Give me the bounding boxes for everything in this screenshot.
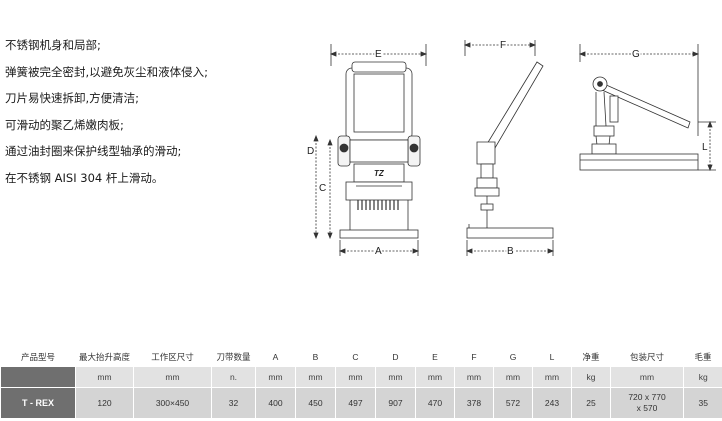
unit-cell: mm — [375, 367, 416, 388]
feature-item: 刀片易快速拆卸,方便清洁; — [5, 91, 140, 106]
table-row: T - REX 120 300×450 32 400 450 497 907 4… — [0, 387, 722, 418]
value-cell: 400 — [255, 387, 296, 418]
unit-cell: kg — [571, 367, 611, 388]
model-name: T - REX — [0, 387, 76, 418]
col-header: 产品型号 — [0, 347, 76, 367]
package-size-line: x 570 — [636, 403, 658, 413]
unit-cell: mm — [295, 367, 336, 388]
side-view-drawing: F B — [463, 39, 555, 259]
unit-cell: mm — [133, 367, 212, 388]
col-header: C — [335, 347, 376, 367]
unit-cell: mm — [610, 367, 684, 388]
value-cell: 32 — [211, 387, 256, 418]
spec-units-row: mm mm n. mm mm mm mm mm mm mm mm kg mm k… — [0, 367, 722, 388]
value-cell: 25 — [571, 387, 611, 418]
dim-label-f: F — [500, 40, 506, 51]
unit-cell: mm — [454, 367, 494, 388]
dim-label-l: L — [702, 142, 708, 153]
feature-item: 通过油封圈来保护线型轴承的滑动; — [5, 144, 182, 159]
col-header: 工作区尺寸 — [133, 347, 212, 367]
col-header: 净重 — [571, 347, 611, 367]
dim-label-b: B — [507, 246, 514, 257]
value-cell: 35 — [683, 387, 722, 418]
dim-label-e: E — [375, 49, 382, 60]
value-cell: 378 — [454, 387, 494, 418]
unit-cell: mm — [75, 367, 134, 388]
feature-item: 不锈钢机身和局部; — [5, 38, 101, 52]
unit-cell: mm — [255, 367, 296, 388]
feature-item: 弹簧被完全密封,以避免灰尘和液体侵入; — [5, 64, 209, 79]
unit-cell — [0, 367, 76, 388]
unit-cell: mm — [493, 367, 533, 388]
col-header: 毛重 — [683, 347, 722, 367]
feature-list: 不锈钢机身和局部; 弹簧被完全密封,以避免灰尘和液体侵入; 刀片易快速拆卸,方便… — [5, 32, 305, 192]
value-cell: 120 — [75, 387, 134, 418]
col-header: 包装尺寸 — [610, 347, 684, 367]
unit-cell: mm — [335, 367, 376, 388]
dim-label-a: A — [375, 246, 382, 257]
col-header: B — [295, 347, 336, 367]
col-header: D — [375, 347, 416, 367]
package-size-line: 720 x 770 — [628, 392, 666, 402]
col-header: G — [493, 347, 533, 367]
value-cell: 470 — [415, 387, 455, 418]
value-cell: 572 — [493, 387, 533, 418]
feature-item: 可滑动的聚乙烯嫩肉板; — [5, 117, 124, 132]
feature-item: 在不锈钢 AISI 304 杆上滑动。 — [5, 170, 164, 185]
col-header: 最大抬升高度 — [75, 347, 134, 367]
unit-cell: kg — [683, 367, 722, 388]
value-cell: 243 — [532, 387, 572, 418]
machine-badge: TZ — [374, 169, 385, 178]
lever-view-drawing: G L — [578, 44, 716, 172]
col-header: L — [532, 347, 572, 367]
value-cell: 450 — [295, 387, 336, 418]
value-cell: 907 — [375, 387, 416, 418]
unit-cell: n. — [211, 367, 256, 388]
value-cell: 300×450 — [133, 387, 212, 418]
dim-label-d: D — [307, 146, 314, 157]
front-view-drawing: E D C A TZ — [307, 44, 428, 259]
col-header: F — [454, 347, 494, 367]
value-cell: 497 — [335, 387, 376, 418]
col-header: A — [255, 347, 296, 367]
dim-label-c: C — [319, 183, 326, 194]
dim-label-g: G — [632, 49, 640, 60]
col-header: 刀带数量 — [211, 347, 256, 367]
col-header: E — [415, 347, 455, 367]
spec-table: 产品型号 最大抬升高度 工作区尺寸 刀带数量 A B C D E F G L 净… — [0, 347, 722, 418]
unit-cell: mm — [532, 367, 572, 388]
spec-header-row: 产品型号 最大抬升高度 工作区尺寸 刀带数量 A B C D E F G L 净… — [0, 347, 722, 367]
unit-cell: mm — [415, 367, 455, 388]
value-cell: 720 x 770 x 570 — [610, 387, 684, 418]
